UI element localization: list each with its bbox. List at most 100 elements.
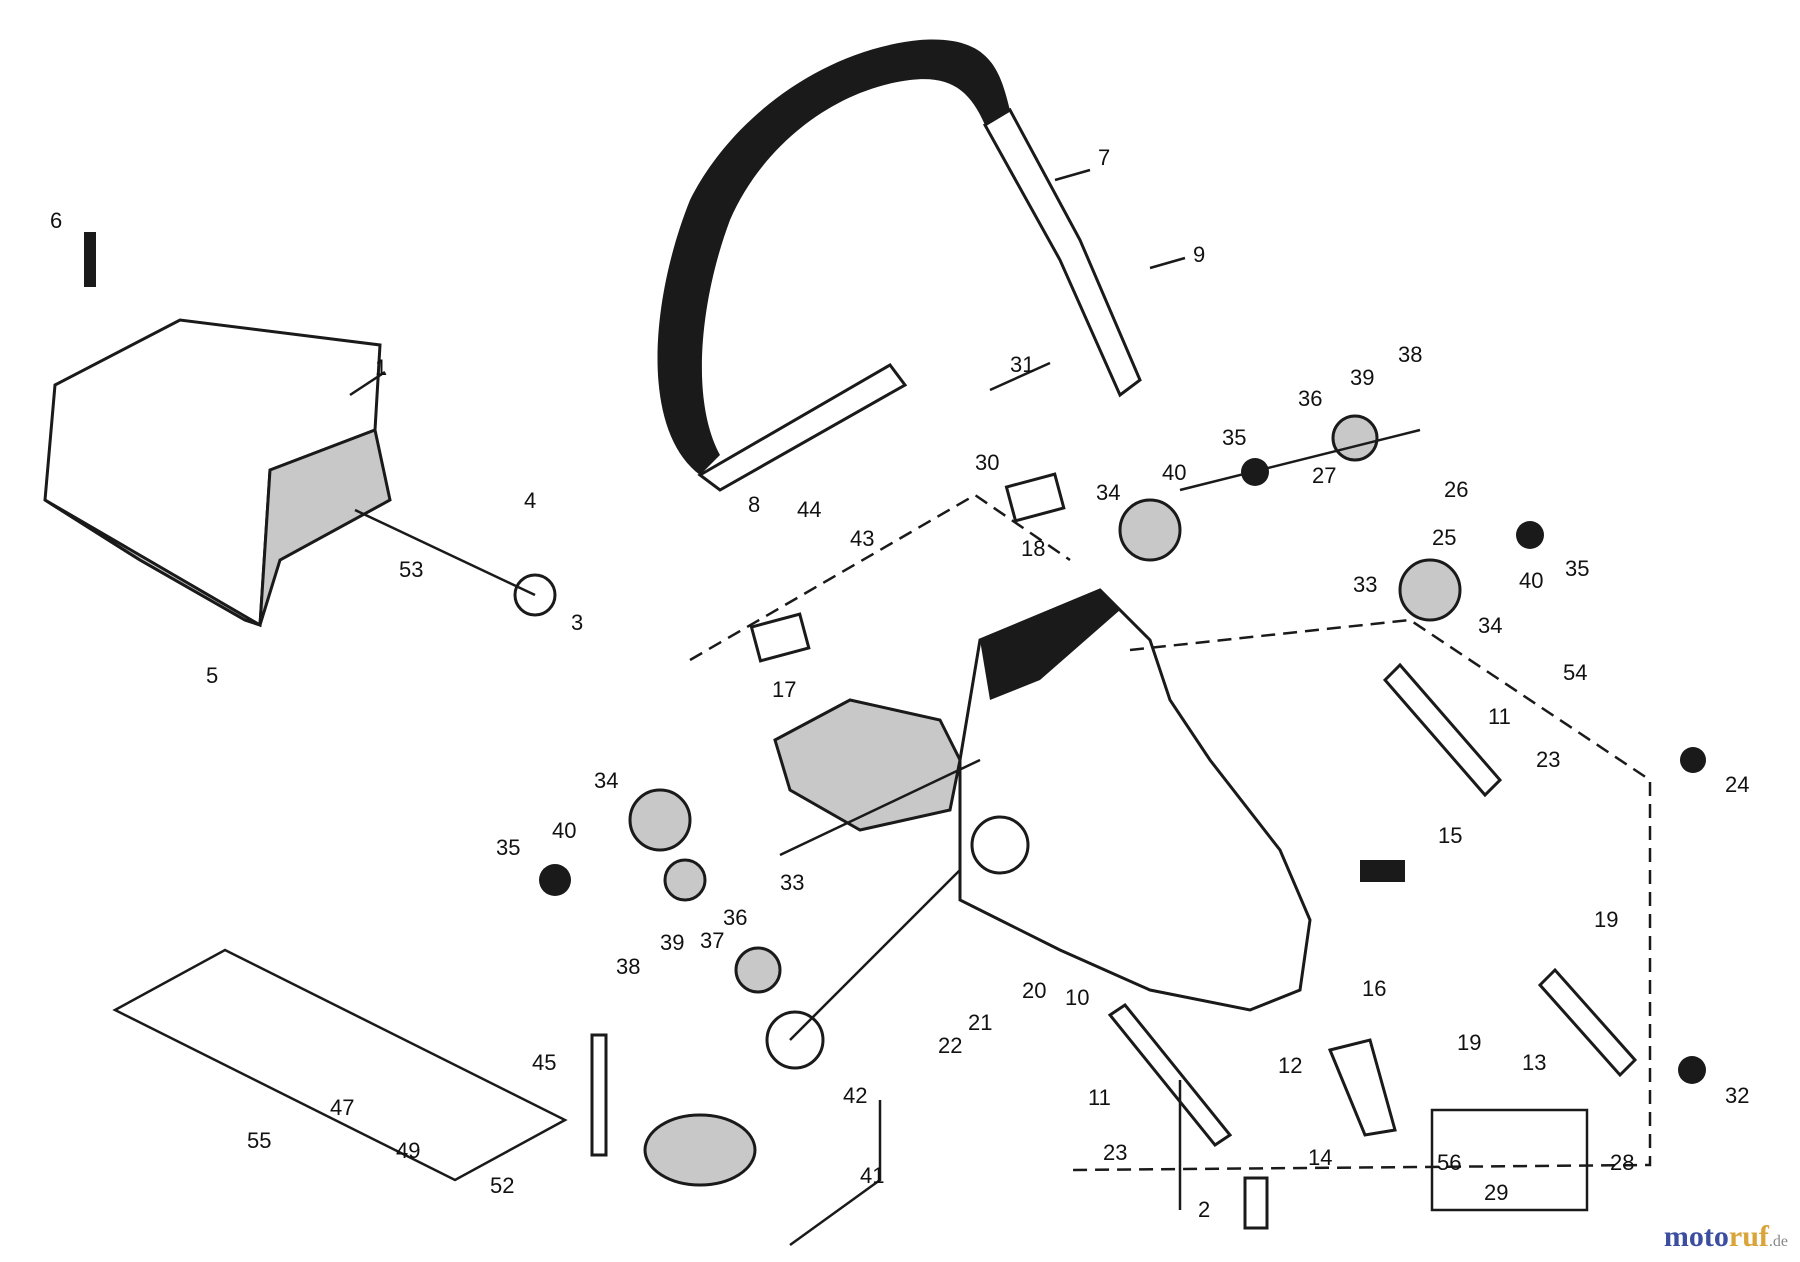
callout-5: 5 <box>206 663 218 688</box>
clip-15 <box>1360 860 1405 882</box>
outline-28 <box>1430 1108 1589 1212</box>
callout-4: 4 <box>524 488 536 513</box>
callout-11a: 11 <box>1488 704 1511 729</box>
callout-10: 10 <box>1065 985 1089 1010</box>
outline-55 <box>112 948 568 1182</box>
av-mount-left <box>628 788 692 852</box>
crankcase-housing <box>958 588 1312 1012</box>
callout-53: 53 <box>399 557 423 582</box>
callout-35c: 35 <box>496 835 520 860</box>
callout-6: 6 <box>50 208 62 233</box>
callout-27: 27 <box>1312 463 1336 488</box>
callout-3: 3 <box>571 610 583 635</box>
watermark: motoruf.de <box>1664 1220 1788 1254</box>
callout-38a: 38 <box>1398 342 1422 367</box>
outline-bay <box>689 493 1071 662</box>
callout-39a: 39 <box>1350 365 1374 390</box>
callout-23b: 23 <box>1103 1140 1127 1165</box>
callout-35b: 35 <box>1565 556 1589 581</box>
callout-43: 43 <box>850 526 874 551</box>
callout-32: 32 <box>1725 1083 1749 1108</box>
callout-31: 31 <box>1010 352 1034 377</box>
callout-40c: 40 <box>552 818 576 843</box>
plug-24 <box>1680 747 1706 773</box>
callout-21: 21 <box>968 1010 992 1035</box>
bushing-36-a <box>1331 414 1379 462</box>
callout-34c: 34 <box>594 768 618 793</box>
callout-14: 14 <box>1308 1145 1332 1170</box>
callout-17: 17 <box>772 677 796 702</box>
callout-54: 54 <box>1563 660 1587 685</box>
callout-25: 25 <box>1432 525 1456 550</box>
callout-33a: 33 <box>1353 572 1377 597</box>
callout-2: 2 <box>1198 1197 1210 1222</box>
callout-40b: 40 <box>1519 568 1543 593</box>
callout-37: 37 <box>700 928 724 953</box>
lever-12 <box>1327 1038 1397 1137</box>
callout-19a: 19 <box>1594 907 1618 932</box>
callout-49: 49 <box>396 1138 420 1163</box>
callout-33b: 33 <box>780 870 804 895</box>
watermark-part3: .de <box>1768 1233 1788 1250</box>
callout-36b: 36 <box>723 905 747 930</box>
callout-38b: 38 <box>616 954 640 979</box>
bracket-13 <box>1537 967 1638 1078</box>
callout-7: 7 <box>1098 145 1110 170</box>
callout-47: 47 <box>330 1095 354 1120</box>
callout-20: 20 <box>1022 978 1046 1003</box>
callout-40a: 40 <box>1162 460 1186 485</box>
callout-34a: 34 <box>1096 480 1120 505</box>
watermark-part1: moto <box>1663 1220 1729 1253</box>
callout-23a: 23 <box>1536 747 1560 772</box>
callout-52: 52 <box>490 1173 514 1198</box>
outline-41 <box>789 1100 882 1247</box>
callout-18: 18 <box>1021 536 1045 561</box>
bushing-36-b <box>663 858 707 902</box>
av-mount-right <box>1398 558 1462 622</box>
callout-9: 9 <box>1193 242 1205 267</box>
plug-32 <box>1678 1056 1706 1084</box>
washer-35-b <box>1516 521 1544 549</box>
label-17 <box>749 612 811 663</box>
callout-56: 56 <box>1437 1150 1461 1175</box>
crankcase-port <box>970 815 1030 875</box>
crankcase-tank <box>773 698 962 832</box>
tube-45 <box>590 1033 608 1157</box>
leader-lines <box>349 168 1421 1210</box>
callout-42: 42 <box>843 1083 867 1108</box>
callout-24: 24 <box>1725 772 1749 797</box>
callout-29: 29 <box>1484 1180 1508 1205</box>
seal-42 <box>765 1010 825 1070</box>
washer-35-c <box>539 864 571 896</box>
callout-16: 16 <box>1362 976 1386 1001</box>
crankcase-side <box>980 590 1120 700</box>
callout-19b: 19 <box>1457 1030 1481 1055</box>
bolt-6 <box>84 232 96 287</box>
engine-cover-front <box>44 427 392 628</box>
callout-12: 12 <box>1278 1053 1302 1078</box>
front-handle-bar <box>657 39 1010 475</box>
guide-11-a <box>1382 662 1503 798</box>
handle-bar-end <box>982 107 1142 398</box>
callout-41: 41 <box>860 1163 884 1188</box>
callout-34b: 34 <box>1478 613 1502 638</box>
label-18 <box>1004 472 1066 523</box>
callout-44: 44 <box>797 497 821 522</box>
callout-26: 26 <box>1444 477 1468 502</box>
handle-bracket <box>697 363 908 492</box>
watermark-part2: ruf <box>1728 1220 1769 1253</box>
callout-28: 28 <box>1610 1150 1634 1175</box>
filter-41 <box>643 1113 757 1187</box>
callout-15: 15 <box>1438 823 1462 848</box>
outline-54 <box>1069 618 1652 1172</box>
callout-39b: 39 <box>660 930 684 955</box>
callout-22: 22 <box>938 1033 962 1058</box>
callout-11b: 11 <box>1088 1085 1111 1110</box>
callout-30: 30 <box>975 450 999 475</box>
guide-11-b <box>1107 1002 1233 1148</box>
seal-37 <box>734 946 782 994</box>
callout-45: 45 <box>532 1050 556 1075</box>
callout-36a: 36 <box>1298 386 1322 411</box>
callout-8: 8 <box>748 492 760 517</box>
